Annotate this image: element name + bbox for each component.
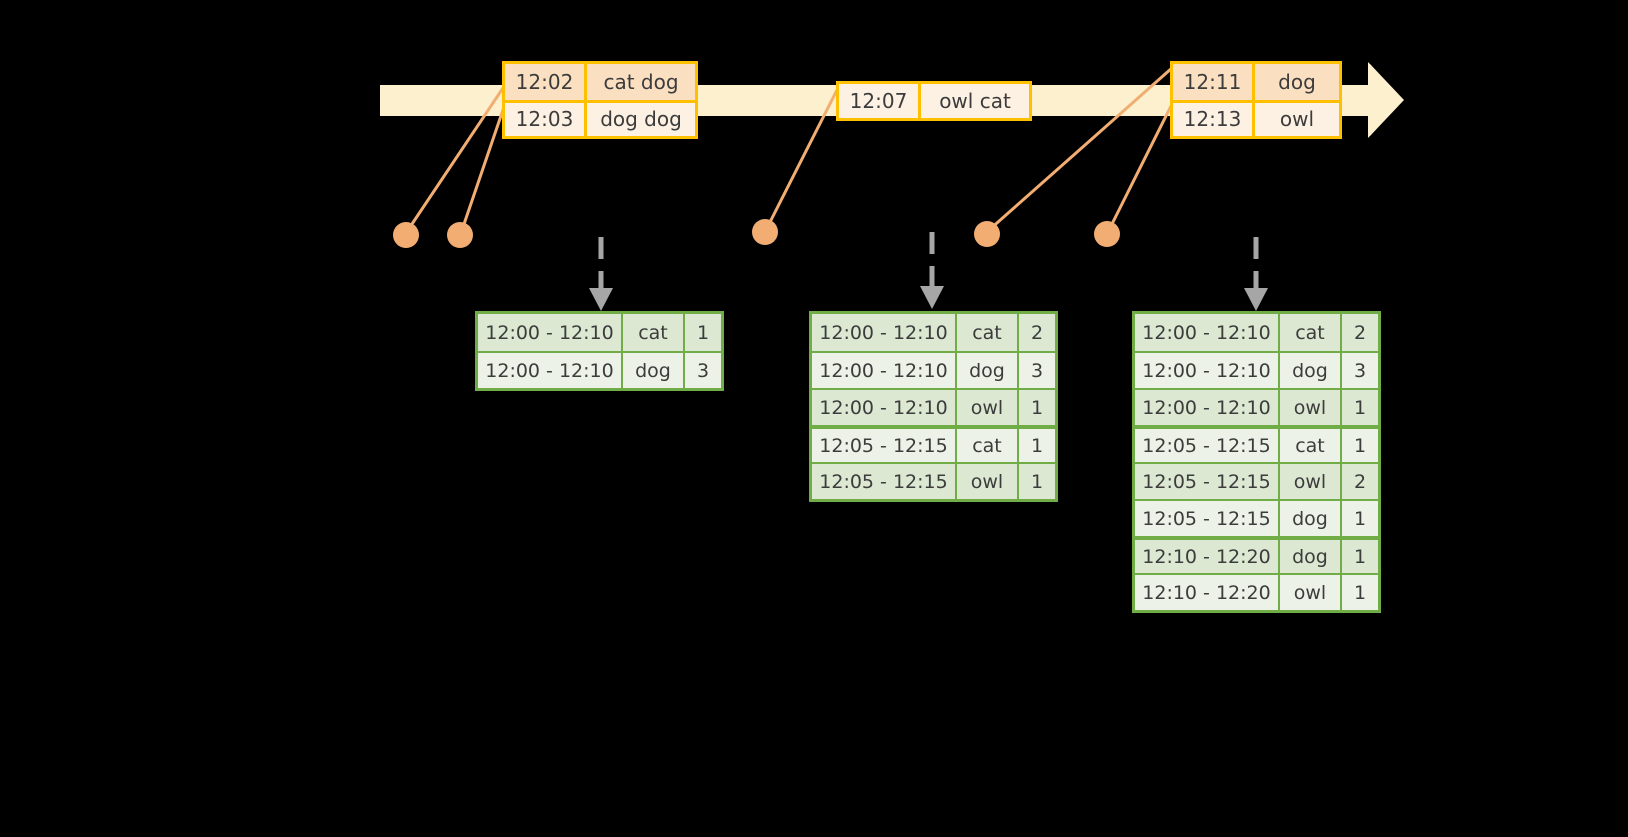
cell-count: 2 bbox=[1353, 321, 1367, 344]
event-time: 12:03 bbox=[505, 102, 587, 136]
cell-key: dog bbox=[1280, 501, 1342, 536]
event-row: 12:13 owl bbox=[1173, 99, 1339, 136]
event-payload: cat dog bbox=[603, 69, 679, 94]
event-row: 12:03 dog dog bbox=[505, 99, 695, 136]
timeline-arrowhead bbox=[1370, 64, 1403, 136]
cell-window: 12:10 - 12:20 bbox=[1135, 540, 1280, 573]
event-payload: dog bbox=[1278, 69, 1316, 94]
cell-key: owl bbox=[1280, 575, 1342, 610]
cell-window: 12:00 - 12:10 bbox=[1135, 314, 1280, 351]
event-time: 12:13 bbox=[1173, 102, 1255, 136]
event-time: 12:07 bbox=[839, 84, 921, 118]
cell-count: 2 bbox=[1030, 321, 1044, 344]
emit-arrow-3 bbox=[1244, 237, 1268, 311]
cell-count: 1 bbox=[696, 321, 710, 344]
cell-window: 12:00 - 12:10 bbox=[812, 353, 957, 388]
cell-window: 12:00 - 12:10 bbox=[812, 314, 957, 351]
event-marker bbox=[1094, 221, 1120, 247]
event-box-1[interactable]: 12:02 cat dog 12:03 dog dog bbox=[502, 61, 698, 139]
event-payload: owl bbox=[1279, 107, 1315, 132]
event-row: 12:07 owl cat bbox=[839, 84, 1029, 118]
cell-count: 1 bbox=[1030, 434, 1044, 457]
event-payload: dog dog bbox=[600, 107, 682, 132]
cell-window: 12:00 - 12:10 bbox=[812, 390, 957, 425]
cell-key: cat bbox=[957, 314, 1019, 351]
connector-line-5 bbox=[1107, 103, 1174, 231]
event-marker bbox=[752, 219, 778, 245]
cell-count: 2 bbox=[1353, 470, 1367, 493]
event-marker bbox=[974, 221, 1000, 247]
cell-window: 12:05 - 12:15 bbox=[812, 464, 957, 499]
emit-arrow-1 bbox=[589, 237, 613, 311]
event-box-3[interactable]: 12:11 dog 12:13 owl bbox=[1170, 61, 1342, 139]
cell-key: owl bbox=[957, 390, 1019, 425]
event-marker bbox=[393, 222, 419, 248]
event-box-2[interactable]: 12:07 owl cat bbox=[836, 81, 1032, 121]
cell-key: owl bbox=[1280, 390, 1342, 425]
cell-count: 1 bbox=[1030, 470, 1044, 493]
event-row: 12:11 dog bbox=[1173, 64, 1339, 100]
cell-count: 3 bbox=[1030, 359, 1044, 382]
connector-line-2 bbox=[460, 103, 507, 231]
cell-window: 12:00 - 12:10 bbox=[1135, 353, 1280, 388]
event-time: 12:02 bbox=[505, 64, 587, 100]
event-payload: owl cat bbox=[939, 89, 1011, 113]
cell-window: 12:10 - 12:20 bbox=[1135, 575, 1280, 610]
cell-count: 1 bbox=[1353, 396, 1367, 419]
cell-key: cat bbox=[623, 314, 685, 351]
cell-window: 12:00 - 12:10 bbox=[478, 353, 623, 388]
event-time: 12:11 bbox=[1173, 64, 1255, 100]
cell-key: dog bbox=[957, 353, 1019, 388]
cell-count: 1 bbox=[1030, 396, 1044, 419]
cell-window: 12:00 - 12:10 bbox=[478, 314, 623, 351]
cell-count: 1 bbox=[1353, 434, 1367, 457]
cell-key: dog bbox=[1280, 353, 1342, 388]
cell-key: cat bbox=[1280, 429, 1342, 462]
cell-window: 12:05 - 12:15 bbox=[812, 429, 957, 462]
cell-window: 12:05 - 12:15 bbox=[1135, 464, 1280, 499]
cell-count: 3 bbox=[696, 359, 710, 382]
cell-key: cat bbox=[1280, 314, 1342, 351]
cell-window: 12:05 - 12:15 bbox=[1135, 429, 1280, 462]
cell-count: 1 bbox=[1353, 581, 1367, 604]
cell-key: owl bbox=[957, 464, 1019, 499]
cell-window: 12:00 - 12:10 bbox=[1135, 390, 1280, 425]
cell-count: 3 bbox=[1353, 359, 1367, 382]
cell-key: cat bbox=[957, 429, 1019, 462]
cell-key: owl bbox=[1280, 464, 1342, 499]
cell-window: 12:05 - 12:15 bbox=[1135, 501, 1280, 536]
event-row: 12:02 cat dog bbox=[505, 64, 695, 100]
timeline-arrowhead-shape bbox=[1368, 62, 1404, 138]
emit-arrow-2 bbox=[920, 232, 944, 309]
event-marker bbox=[447, 222, 473, 248]
cell-count: 1 bbox=[1353, 507, 1367, 530]
cell-count: 1 bbox=[1353, 545, 1367, 568]
cell-key: dog bbox=[1280, 540, 1342, 573]
cell-key: dog bbox=[623, 353, 685, 388]
